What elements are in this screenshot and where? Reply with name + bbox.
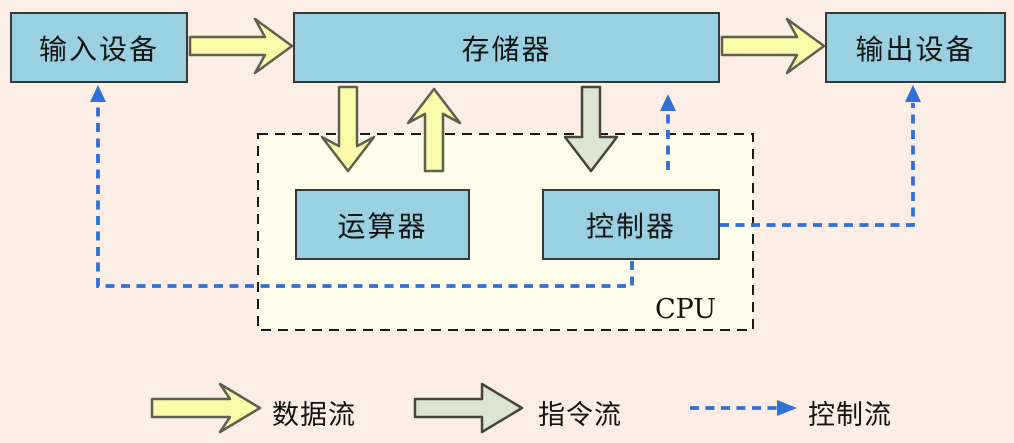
control-flow-line-cpu-to-memory-head: [660, 94, 676, 111]
control-flow-line-controller-to-input-head: [90, 85, 106, 102]
legend-instruction-flow-label: 指令流: [538, 400, 622, 431]
alu-box: 运算器: [295, 189, 470, 260]
output-device-label: 输出设备: [855, 32, 976, 66]
legend-control-flow-label: 控制流: [808, 400, 892, 431]
input-device-box: 输入设备: [10, 12, 188, 83]
memory-label: 存储器: [461, 32, 552, 66]
legend-data-flow-label: 数据流: [272, 400, 356, 431]
memory-box: 存储器: [293, 12, 720, 83]
data-flow-arrow-memory-to-alu: [320, 85, 376, 173]
cpu-region-label: CPU: [655, 294, 717, 325]
controller-box: 控制器: [542, 189, 720, 260]
controller-label: 控制器: [585, 209, 676, 243]
legend-instruction-flow-arrow-icon: [413, 382, 524, 434]
data-flow-arrow-input-to-memory: [188, 17, 294, 75]
alu-label: 运算器: [337, 209, 428, 243]
data-flow-arrow-alu-to-memory: [406, 87, 462, 173]
legend-data-flow-arrow-icon: [150, 382, 262, 434]
control-flow-line-controller-to-output-head: [905, 85, 921, 102]
data-flow-arrow-memory-to-output: [720, 17, 826, 75]
output-device-box: 输出设备: [825, 12, 1006, 83]
input-device-label: 输入设备: [38, 32, 159, 66]
instruction-flow-arrow-memory-to-controller: [563, 85, 619, 173]
control-flow-line-controller-to-output: [720, 103, 915, 227]
legend-control-flow-arrow-icon-head: [777, 400, 797, 416]
